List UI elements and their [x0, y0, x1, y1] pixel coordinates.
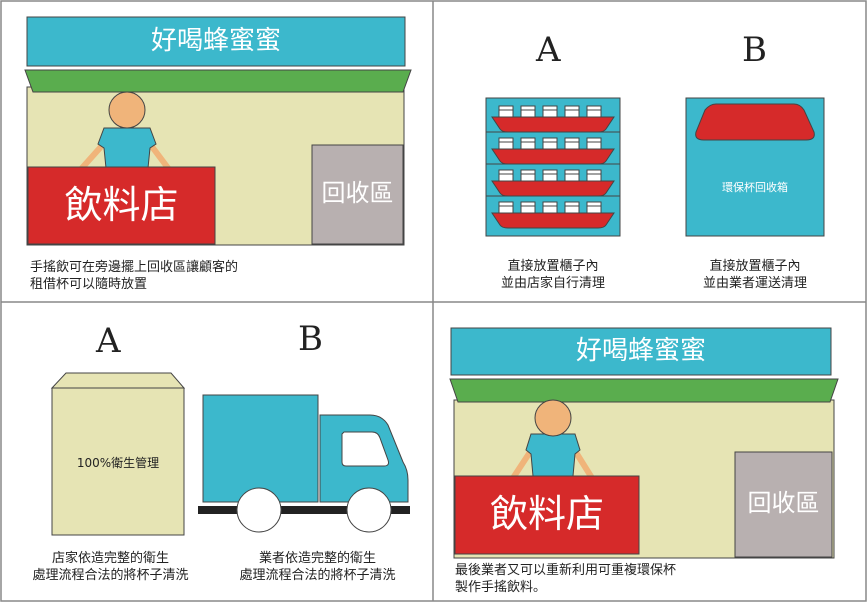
cup-icon	[520, 169, 536, 183]
panel1-sign-text: 好喝蜂蜜蜜	[150, 26, 281, 56]
cup-icon	[564, 137, 580, 151]
cup-icon	[586, 137, 602, 151]
panel4-sign-text: 好喝蜂蜜蜜	[575, 336, 706, 366]
panel3-caption-a-line2: 處理流程合法的將杯子清洗	[32, 568, 189, 583]
cup-icon	[498, 169, 514, 183]
cup-icon	[498, 201, 514, 215]
cup-icon	[520, 137, 536, 151]
panel4-caption-line1: 最後業者又可以重新利用可重複環保杯	[455, 563, 677, 578]
panel2-label-b: B	[742, 30, 767, 70]
panel3-box-a	[50, 372, 186, 536]
panel2-box-b	[685, 97, 825, 237]
cup-icon	[542, 105, 558, 119]
panel1-counter-label: 飲料店	[64, 183, 179, 227]
cup-icon	[498, 137, 514, 151]
panel1-recycle-area	[311, 144, 404, 245]
panel4-recycle-label: 回收區	[747, 489, 820, 517]
shelf-tray	[491, 116, 615, 133]
cup-icon	[586, 169, 602, 183]
panel1-caption-line2: 租借杯可以隨時放置	[30, 277, 148, 292]
shelf-tray	[491, 180, 615, 197]
shelf-tray	[491, 212, 615, 229]
panel3-truck	[198, 394, 410, 533]
panel3-label-a: A	[96, 321, 121, 361]
panel2-caption-b-line1: 直接放置櫃子內	[709, 259, 801, 274]
shelf-tray	[491, 148, 615, 165]
panel1-person-head	[108, 91, 146, 129]
cup-icon	[564, 105, 580, 119]
panel3-caption-b-line1: 業者依造完整的衛生	[258, 551, 376, 566]
panel2-label-a: A	[536, 30, 561, 70]
panel1-caption-line1: 手搖飲可在旁邊擺上回收區讓顧客的	[30, 260, 239, 275]
cup-icon	[542, 201, 558, 215]
panel1-recycle-label: 回收區	[321, 179, 394, 207]
panel1-person-shirt	[97, 127, 157, 169]
cup-icon	[498, 105, 514, 119]
panel2-cabinet-a	[485, 97, 621, 237]
cup-icon	[586, 201, 602, 215]
panel2-caption-b-line2: 並由業者運送清理	[702, 276, 807, 291]
panel3-box-label: 100%衛生管理	[76, 456, 160, 470]
panel2-box-b-label: 環保杯回收箱	[722, 181, 788, 194]
cup-icon	[586, 105, 602, 119]
cup-icon	[564, 201, 580, 215]
cup-icon	[520, 201, 536, 215]
panel3-caption-b-line2: 處理流程合法的將杯子清洗	[239, 568, 396, 583]
panel1-counter	[27, 166, 216, 245]
panel3-caption-a-line1: 店家依造完整的衛生	[51, 551, 169, 566]
cup-icon	[564, 169, 580, 183]
cup-icon	[520, 105, 536, 119]
panel4-shop	[449, 327, 839, 559]
panel4-counter-label: 飲料店	[489, 492, 604, 536]
panel3-label-b: B	[298, 319, 323, 359]
cup-icon	[542, 169, 558, 183]
panel1-shop	[24, 16, 412, 246]
panel2-caption-a-line2: 並由店家自行清理	[500, 276, 605, 291]
panel2-caption-a-line1: 直接放置櫃子內	[507, 259, 599, 274]
panel1-sign-board	[26, 16, 406, 67]
panel1-awning	[24, 69, 412, 93]
cup-icon	[542, 137, 558, 151]
panel4-caption-line2: 製作手搖飲料。	[455, 580, 547, 595]
